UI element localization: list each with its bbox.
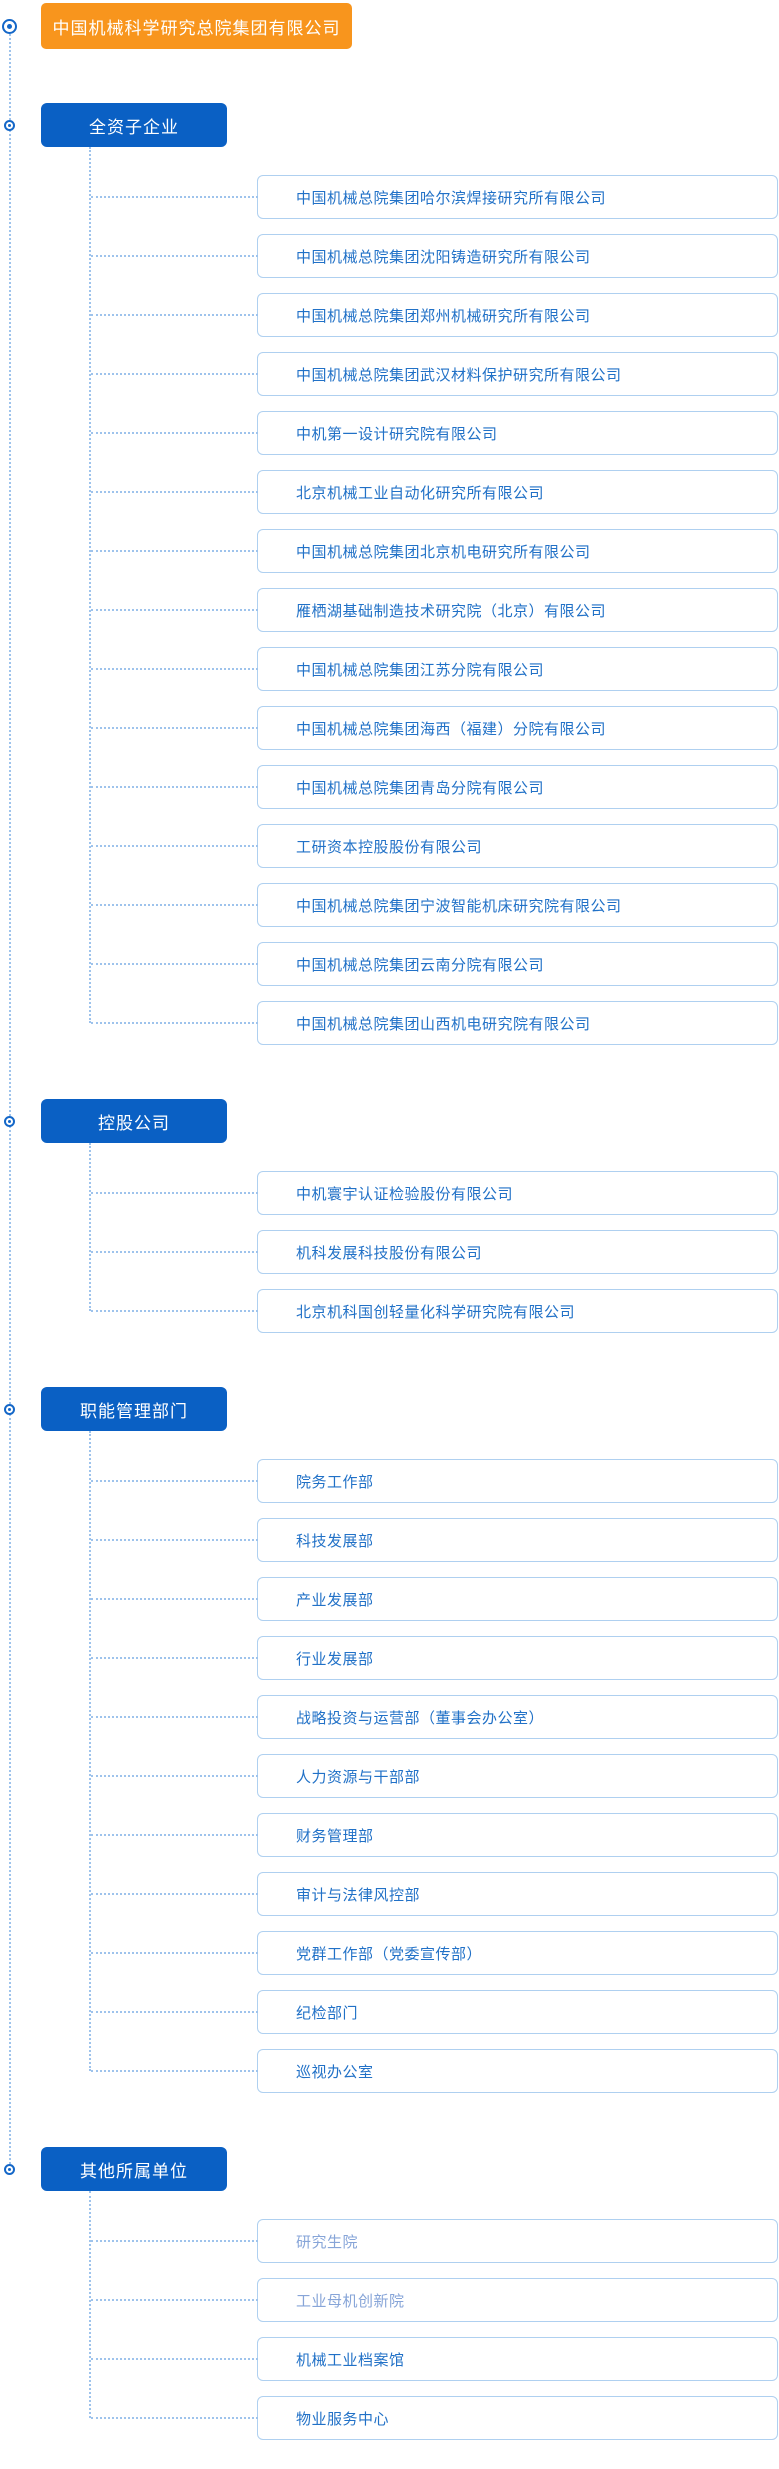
child-node[interactable]: 中国机械总院集团郑州机械研究所有限公司 (91, 293, 778, 337)
child-node[interactable]: 机科发展科技股份有限公司 (91, 1230, 778, 1274)
section-bullet-icon (4, 120, 15, 131)
child-node[interactable]: 中国机械总院集团云南分院有限公司 (91, 942, 778, 986)
child-label: 中国机械总院集团山西机电研究院有限公司 (296, 1015, 591, 1033)
child-node[interactable]: 巡视办公室 (91, 2049, 778, 2093)
child-label: 北京机科国创轻量化科学研究院有限公司 (296, 1303, 576, 1321)
child-label: 物业服务中心 (296, 2410, 390, 2428)
child-label: 工研资本控股股份有限公司 (296, 838, 483, 856)
child-node[interactable]: 科技发展部 (91, 1518, 778, 1562)
child-label: 战略投资与运营部（董事会办公室） (296, 1709, 545, 1727)
child-node[interactable]: 中国机械总院集团沈阳铸造研究所有限公司 (91, 234, 778, 278)
child-node[interactable]: 北京机械工业自动化研究所有限公司 (91, 470, 778, 514)
child-node[interactable]: 中国机械总院集团青岛分院有限公司 (91, 765, 778, 809)
child-label: 中国机械总院集团沈阳铸造研究所有限公司 (296, 248, 591, 266)
child-label: 审计与法律风控部 (296, 1886, 421, 1904)
child-node[interactable]: 中国机械总院集团哈尔滨焊接研究所有限公司 (91, 175, 778, 219)
root-title: 中国机械科学研究总院集团有限公司 (41, 3, 352, 49)
section-label: 其他所属单位 (41, 2147, 227, 2191)
child-node[interactable]: 人力资源与干部部 (91, 1754, 778, 1798)
child-node[interactable]: 机械工业档案馆 (91, 2337, 778, 2381)
child-node[interactable]: 北京机科国创轻量化科学研究院有限公司 (91, 1289, 778, 1333)
section-label: 控股公司 (41, 1099, 227, 1143)
child-label: 中机第一设计研究院有限公司 (296, 425, 498, 443)
child-node[interactable]: 中机第一设计研究院有限公司 (91, 411, 778, 455)
child-label: 中国机械总院集团青岛分院有限公司 (296, 779, 545, 797)
child-label: 科技发展部 (296, 1532, 374, 1550)
section-functional-departments: 职能管理部门 院务工作部 科技发展部 产业发展部 行业发展部 战略投资与运营部（… (4, 1387, 779, 2093)
child-label: 纪检部门 (296, 2004, 359, 2022)
section-bullet-icon (4, 1404, 15, 1415)
child-node[interactable]: 中国机械总院集团江苏分院有限公司 (91, 647, 778, 691)
child-label: 行业发展部 (296, 1650, 374, 1668)
children-list: 中机寰宇认证检验股份有限公司 机科发展科技股份有限公司 北京机科国创轻量化科学研… (89, 1143, 778, 1333)
child-label: 中国机械总院集团哈尔滨焊接研究所有限公司 (296, 189, 607, 207)
child-label: 党群工作部（党委宣传部） (296, 1945, 483, 1963)
child-node[interactable]: 党群工作部（党委宣传部） (91, 1931, 778, 1975)
section-label: 全资子企业 (41, 103, 227, 147)
child-label: 机科发展科技股份有限公司 (296, 1244, 483, 1262)
child-label: 中国机械总院集团海西（福建）分院有限公司 (296, 720, 607, 738)
root-bullet-icon (2, 19, 17, 34)
child-node[interactable]: 产业发展部 (91, 1577, 778, 1621)
child-node[interactable]: 研究生院 (91, 2219, 778, 2263)
child-label: 院务工作部 (296, 1473, 374, 1491)
child-label: 巡视办公室 (296, 2063, 374, 2081)
child-node[interactable]: 工业母机创新院 (91, 2278, 778, 2322)
child-label: 人力资源与干部部 (296, 1768, 421, 1786)
section-holding-companies: 控股公司 中机寰宇认证检验股份有限公司 机科发展科技股份有限公司 北京机科国创轻… (4, 1099, 779, 1333)
child-node[interactable]: 中国机械总院集团宁波智能机床研究院有限公司 (91, 883, 778, 927)
section-other-units: 其他所属单位 研究生院 工业母机创新院 机械工业档案馆 物业服务中心 (4, 2147, 779, 2440)
child-node[interactable]: 中机寰宇认证检验股份有限公司 (91, 1171, 778, 1215)
child-label: 工业母机创新院 (296, 2292, 405, 2310)
child-node[interactable]: 行业发展部 (91, 1636, 778, 1680)
child-node[interactable]: 纪检部门 (91, 1990, 778, 2034)
child-label: 财务管理部 (296, 1827, 374, 1845)
child-node[interactable]: 中国机械总院集团山西机电研究院有限公司 (91, 1001, 778, 1045)
child-node[interactable]: 中国机械总院集团北京机电研究所有限公司 (91, 529, 778, 573)
child-node[interactable]: 财务管理部 (91, 1813, 778, 1857)
child-label: 中国机械总院集团郑州机械研究所有限公司 (296, 307, 591, 325)
child-label: 中国机械总院集团江苏分院有限公司 (296, 661, 545, 679)
child-node[interactable]: 战略投资与运营部（董事会办公室） (91, 1695, 778, 1739)
child-node[interactable]: 工研资本控股股份有限公司 (91, 824, 778, 868)
child-label: 研究生院 (296, 2233, 359, 2251)
children-list: 院务工作部 科技发展部 产业发展部 行业发展部 战略投资与运营部（董事会办公室）… (89, 1431, 778, 2093)
section-bullet-icon (4, 1116, 15, 1127)
child-node[interactable]: 中国机械总院集团武汉材料保护研究所有限公司 (91, 352, 778, 396)
children-list: 研究生院 工业母机创新院 机械工业档案馆 物业服务中心 (89, 2191, 778, 2440)
children-list: 中国机械总院集团哈尔滨焊接研究所有限公司 中国机械总院集团沈阳铸造研究所有限公司… (89, 147, 778, 1045)
child-node[interactable]: 院务工作部 (91, 1459, 778, 1503)
child-label: 产业发展部 (296, 1591, 374, 1609)
child-node[interactable]: 中国机械总院集团海西（福建）分院有限公司 (91, 706, 778, 750)
child-label: 中国机械总院集团宁波智能机床研究院有限公司 (296, 897, 622, 915)
child-label: 中机寰宇认证检验股份有限公司 (296, 1185, 514, 1203)
child-label: 雁栖湖基础制造技术研究院（北京）有限公司 (296, 602, 607, 620)
section-wholly-owned: 全资子企业 中国机械总院集团哈尔滨焊接研究所有限公司 中国机械总院集团沈阳铸造研… (4, 103, 779, 1045)
child-node[interactable]: 物业服务中心 (91, 2396, 778, 2440)
child-label: 中国机械总院集团武汉材料保护研究所有限公司 (296, 366, 622, 384)
child-label: 中国机械总院集团北京机电研究所有限公司 (296, 543, 591, 561)
section-bullet-icon (4, 2164, 15, 2175)
root-node: 中国机械科学研究总院集团有限公司 (2, 3, 352, 49)
child-label: 机械工业档案馆 (296, 2351, 405, 2369)
child-label: 北京机械工业自动化研究所有限公司 (296, 484, 545, 502)
section-label: 职能管理部门 (41, 1387, 227, 1431)
tree-trunk-line (9, 29, 11, 2172)
child-label: 中国机械总院集团云南分院有限公司 (296, 956, 545, 974)
child-node[interactable]: 审计与法律风控部 (91, 1872, 778, 1916)
child-node[interactable]: 雁栖湖基础制造技术研究院（北京）有限公司 (91, 588, 778, 632)
